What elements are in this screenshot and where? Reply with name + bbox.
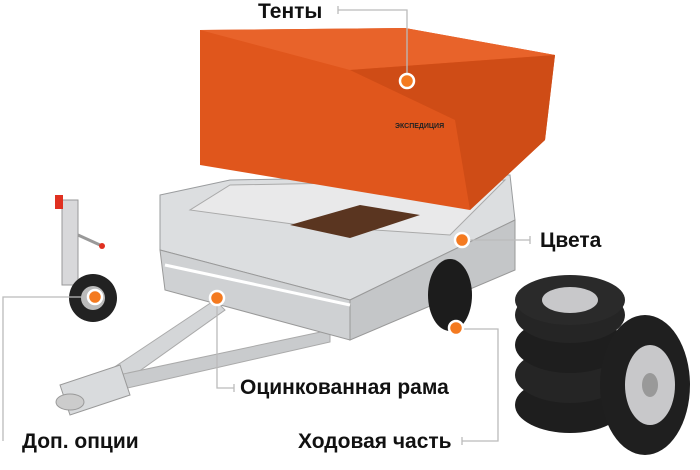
hotspot-chassis[interactable] [447,319,465,337]
label-tents[interactable]: Тенты [258,0,323,23]
label-frame[interactable]: Оцинкованная рама [240,376,449,399]
tire-stack [515,275,690,455]
hotspot-options[interactable] [86,288,104,306]
tent-logo: ЭКСПЕДИЦИЯ [395,123,444,130]
label-options[interactable]: Доп. опции [22,430,139,453]
hotspot-frame[interactable] [208,289,226,307]
leader-lines [2,6,531,445]
label-chassis[interactable]: Ходовая часть [298,430,452,453]
label-colors[interactable]: Цвета [540,229,602,252]
jockey-wheel [55,195,117,322]
tent-cover: ЭКСПЕДИЦИЯ [200,28,555,210]
drawbar [55,299,331,416]
hotspot-colors[interactable] [453,231,471,249]
hotspot-tents[interactable] [398,72,416,90]
